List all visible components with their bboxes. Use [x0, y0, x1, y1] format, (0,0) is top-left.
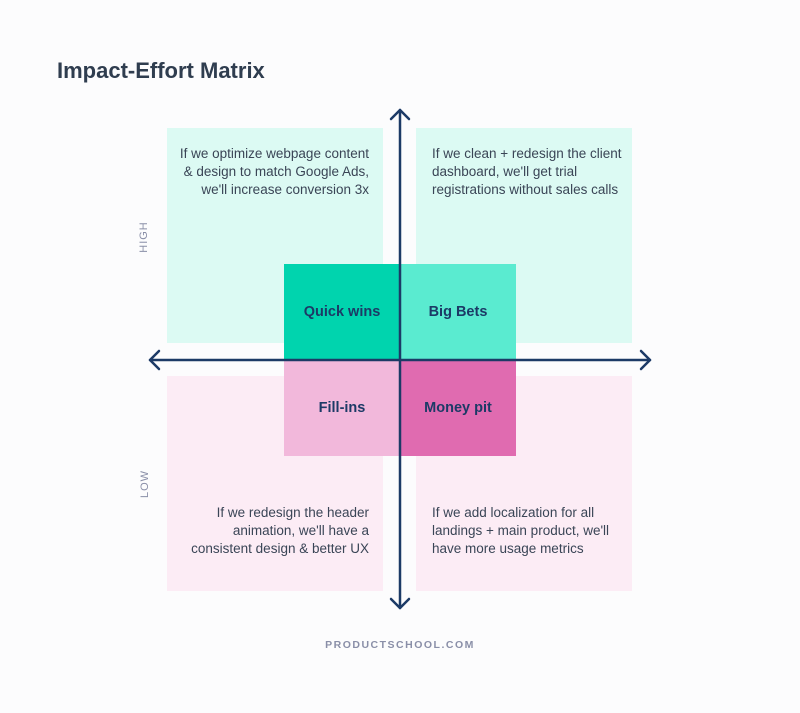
money-pit-label: Money pit	[424, 400, 492, 416]
big-bets-label: Big Bets	[428, 304, 488, 320]
quick-wins-example: If we optimize webpage content & design …	[179, 146, 369, 197]
big-bets-example: If we clean + redesign the client dashbo…	[432, 146, 622, 197]
fill-ins-example: If we redesign the header animation, we'…	[191, 505, 369, 556]
quick-wins-label: Quick wins	[303, 304, 381, 320]
fill-ins-square: Fill-ins	[284, 360, 400, 456]
arrow-left-icon	[148, 349, 161, 371]
money-pit-example: If we add localization for all landings …	[432, 505, 610, 556]
fill-ins-label: Fill-ins	[318, 400, 366, 416]
footer-brand: PRODUCTSCHOOL.COM	[325, 639, 475, 651]
arrow-right-icon	[639, 349, 652, 371]
money-pit-square: Money pit	[400, 360, 516, 456]
page-title: Impact-Effort Matrix	[57, 58, 265, 83]
arrow-up-icon	[389, 108, 411, 121]
axis-label-low: LOW	[139, 469, 152, 499]
big-bets-square: Big Bets	[400, 264, 516, 360]
axis-label-high: HIGH	[137, 221, 150, 253]
quick-wins-square: Quick wins	[284, 264, 400, 360]
arrow-down-icon	[389, 597, 411, 610]
